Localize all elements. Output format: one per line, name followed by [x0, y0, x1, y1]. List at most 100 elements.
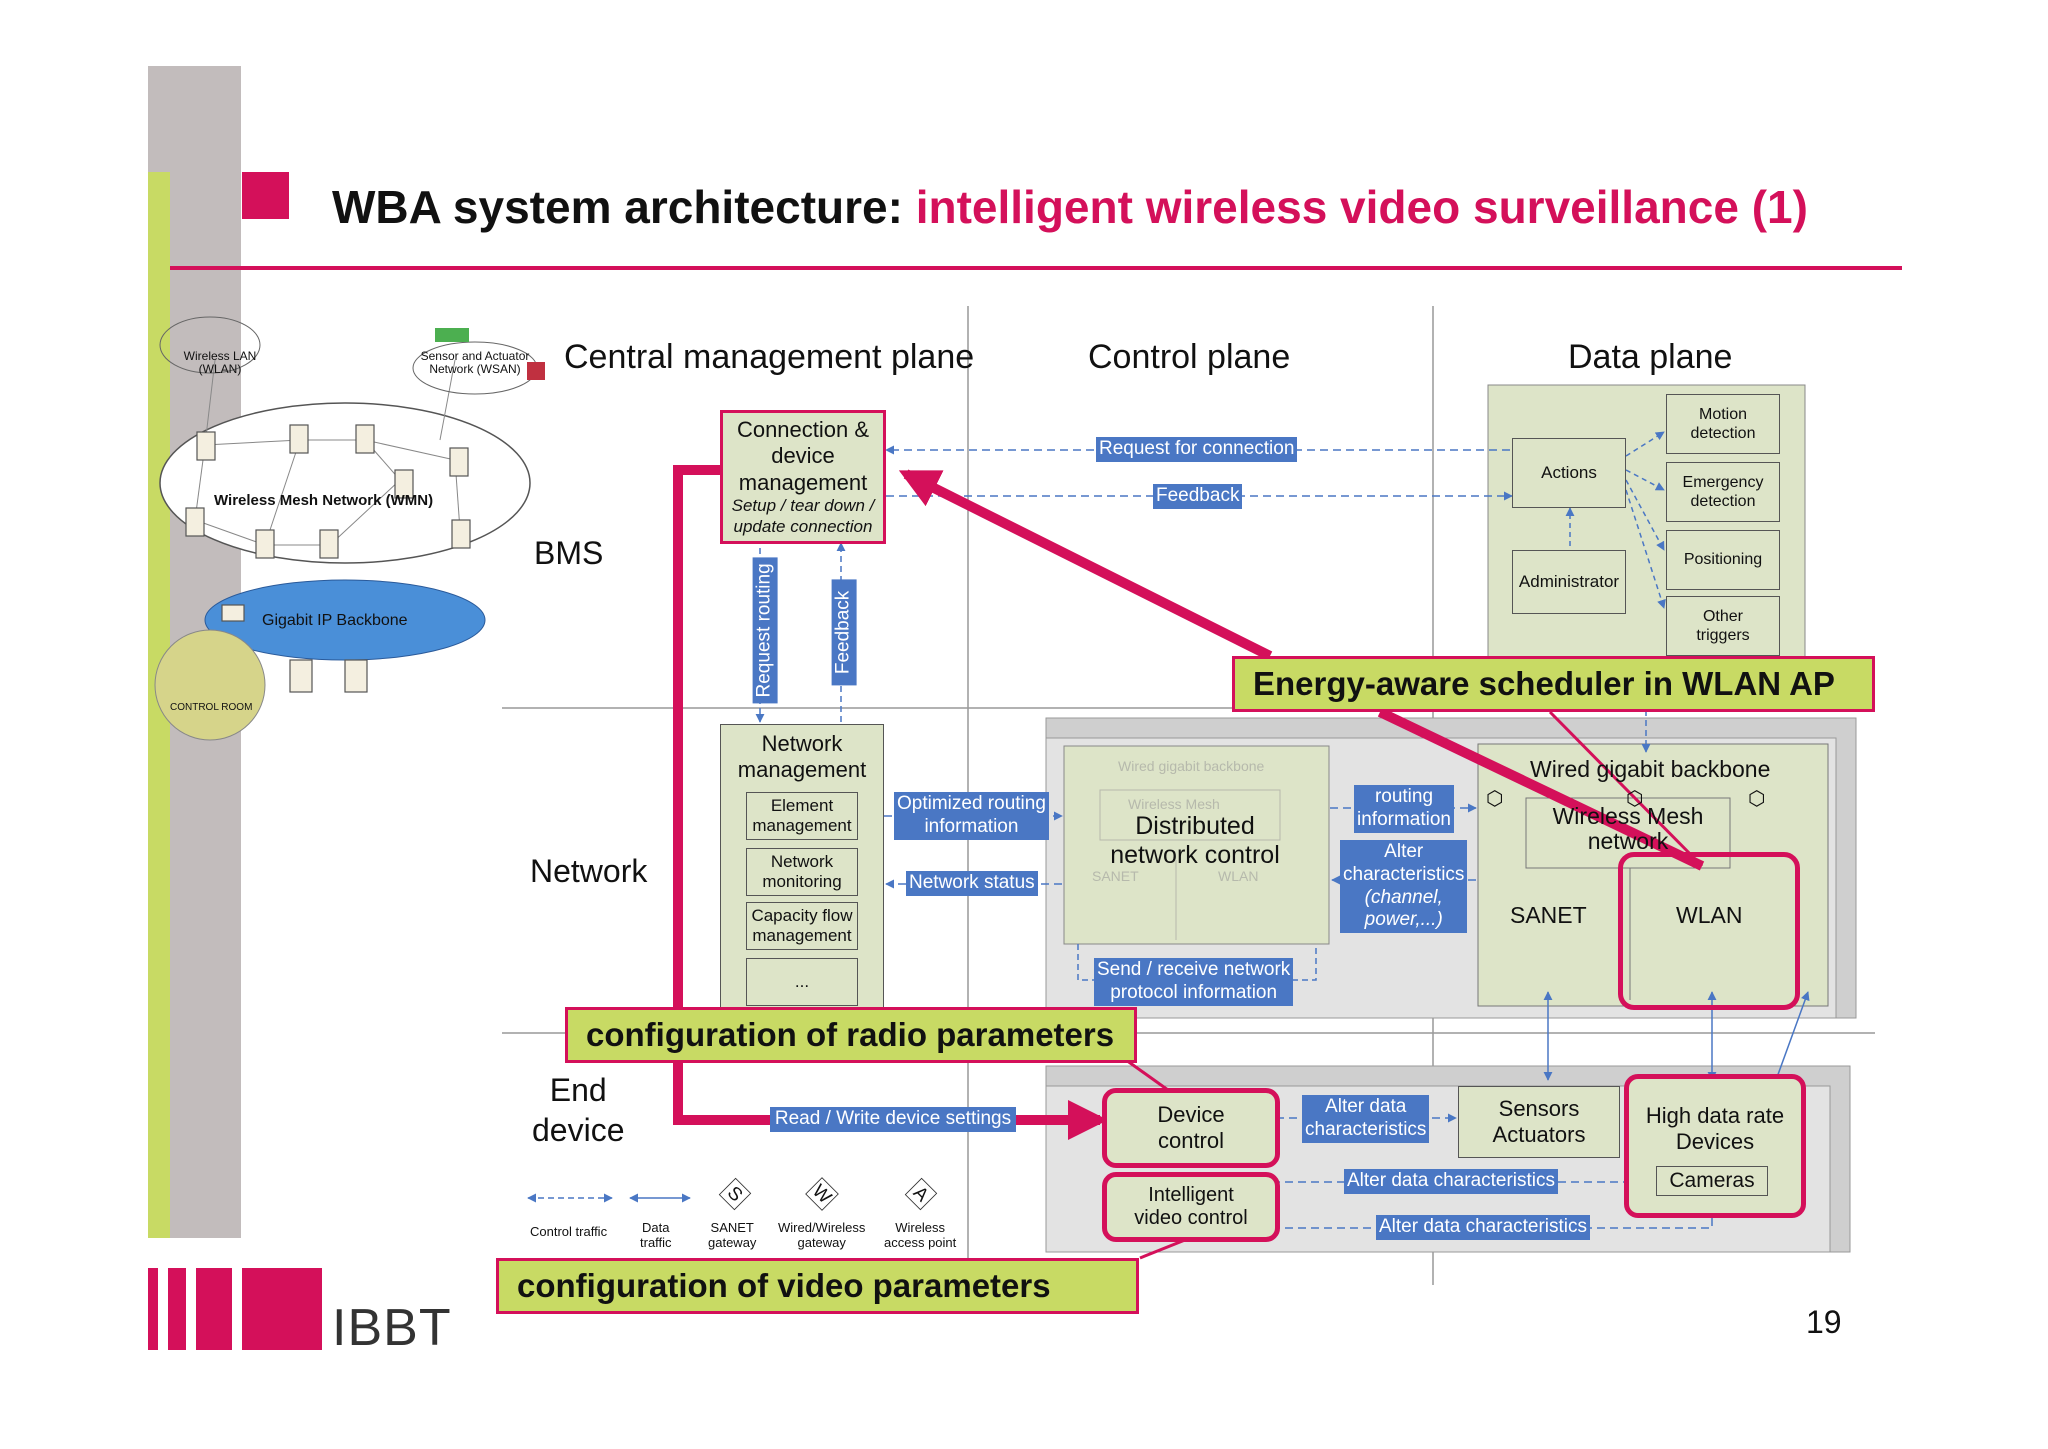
ac-2: characteristics: [1343, 863, 1465, 885]
alter-data-char-line2: Alter data characteristics: [1376, 1215, 1591, 1240]
sr-1: Send / receive network: [1097, 959, 1291, 980]
nmon-1: Network: [770, 851, 834, 871]
wired-backbone-text: Wired gigabit backbone: [1530, 756, 1771, 782]
ed-1: Emergency: [1682, 473, 1764, 491]
ot-2: triggers: [1696, 627, 1750, 644]
nmon-2: monitoring: [762, 872, 842, 891]
radio-parameters-callout: configuration of radio parameters: [565, 1007, 1137, 1063]
sanet-text: SANET: [1510, 902, 1587, 928]
em-2: management: [752, 816, 852, 835]
pos-1: Positioning: [1683, 551, 1763, 569]
conn-sub1: Setup / tear down /: [731, 496, 875, 516]
sr-2: protocol information: [1110, 981, 1278, 1003]
ri-1: routing: [1374, 786, 1434, 807]
iv-1: Intelligent: [1148, 1184, 1234, 1206]
ibbt-logo: IBBT: [148, 1268, 452, 1354]
ellipsis-box: ...: [746, 958, 858, 1006]
actions-text: Actions: [1541, 462, 1597, 482]
wmn-label: Wireless Mesh Network (WMN): [214, 492, 434, 509]
cf-2: management: [752, 926, 852, 945]
logo-text: IBBT: [332, 1299, 452, 1357]
conn-line1: Connection &: [736, 417, 870, 443]
nm-line2: management: [737, 757, 867, 783]
em-1: Element: [770, 795, 834, 815]
lww-1: Wired/Wireless: [778, 1220, 866, 1235]
page-number: 19: [1806, 1304, 1842, 1340]
row-network: Network: [530, 853, 648, 889]
lap-2: access point: [884, 1235, 957, 1250]
wlan-cloud-label: Wireless LAN (WLAN): [183, 349, 257, 377]
wsan-cloud-label: Sensor and Actuator Network (WSAN): [420, 349, 530, 377]
connection-management-box: Connection & device management Setup / t…: [720, 410, 886, 544]
ri-2: information: [1357, 808, 1451, 830]
positioning-box: Positioning: [1666, 530, 1780, 590]
wm-2: network: [1587, 828, 1669, 855]
lsg-2: gateway: [708, 1235, 757, 1250]
iv-2: video control: [1134, 1207, 1248, 1229]
adc-1: Alter data: [1325, 1096, 1407, 1117]
conn-sub2: update connection: [733, 516, 873, 536]
legend-control-traffic: Control traffic: [530, 1224, 608, 1239]
title-square: [242, 172, 289, 219]
network-status-label: Network status: [906, 871, 1038, 896]
sa-2: Actuators: [1492, 1122, 1586, 1147]
alter-characteristics-label: Alter characteristics (channel, power,..…: [1340, 840, 1468, 934]
ac-3: (channel,: [1364, 886, 1443, 908]
ldt-2: traffic: [640, 1235, 672, 1250]
conn-line3: management: [738, 469, 868, 495]
sanet-gateway-icon: ⬡: [1486, 788, 1504, 810]
faint-sanet-text: SANET: [1092, 868, 1139, 884]
plane-control: Control plane: [1088, 338, 1291, 376]
wlan-text: WLAN: [1676, 902, 1743, 928]
or-1: Optimized routing: [897, 793, 1046, 814]
faint-wlan-text: WLAN: [1218, 868, 1259, 884]
title-prefix: WBA system architecture:: [332, 181, 916, 233]
hd-2: Devices: [1675, 1129, 1755, 1154]
video-parameters-callout: configuration of video parameters: [496, 1258, 1139, 1314]
row-end-line2: device: [532, 1112, 625, 1148]
cameras-text: Cameras: [1669, 1169, 1755, 1193]
faint-mesh-text: Wireless Mesh: [1128, 796, 1220, 812]
dnc-2: network control: [1110, 840, 1280, 869]
access-point-icon: ⬡: [1748, 788, 1766, 810]
or-2: information: [924, 815, 1019, 837]
plane-data: Data plane: [1568, 338, 1733, 376]
row-bms: BMS: [534, 535, 604, 571]
cameras-box: Cameras: [1656, 1166, 1768, 1196]
wlan-highlight-box: [1618, 852, 1800, 1010]
lww-2: gateway: [797, 1235, 846, 1250]
request-for-connection-label: Request for connection: [1096, 437, 1298, 462]
feedback-vertical-label: Feedback: [831, 579, 857, 686]
md-2: detection: [1690, 425, 1756, 442]
ac-4: power,...): [1364, 909, 1443, 931]
lap-1: Wireless: [895, 1220, 946, 1235]
administrator-text: Administrator: [1518, 571, 1620, 591]
administrator-box: Administrator: [1512, 550, 1626, 614]
row-end-line1: End: [549, 1072, 607, 1108]
dc-1: Device: [1157, 1102, 1225, 1127]
sa-1: Sensors: [1498, 1095, 1580, 1121]
adc-2: characteristics: [1305, 1118, 1427, 1140]
lsg-1: SANET: [710, 1220, 754, 1235]
alter-data-char-line1: Alter data characteristics: [1344, 1169, 1559, 1194]
cf-1: Capacity flow: [751, 905, 853, 925]
faint-backbone-text: Wired gigabit backbone: [1118, 758, 1265, 774]
hd-1: High data rate: [1645, 1103, 1785, 1128]
